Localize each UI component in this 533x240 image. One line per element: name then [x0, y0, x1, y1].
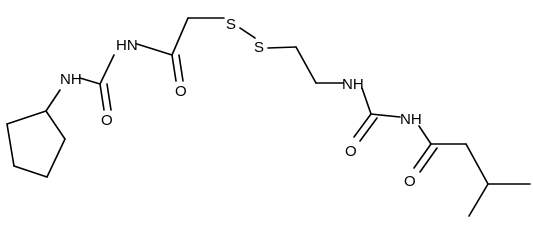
- atom-o-mid: O: [175, 83, 187, 100]
- bond-urea-co: [106, 83, 112, 111]
- bond-hn-amide: [136, 43, 173, 56]
- cyclopentyl-ring: [6, 110, 66, 178]
- bond-amide-co: [171, 54, 177, 82]
- structure-diagram: NH HN O O S S NH O NH O: [6, 16, 531, 217]
- bond-nh-acyl: [418, 125, 432, 145]
- atom-o-left: O: [101, 112, 113, 129]
- bond-ring-nh: [45, 89, 61, 112]
- atom-s1: S: [226, 16, 236, 33]
- bond-urea2-co: [353, 113, 372, 138]
- ring-bond: [46, 138, 66, 178]
- bond-ch-methyl-down: [468, 183, 489, 217]
- molecule-canvas: NH HN O O S S NH O NH O: [6, 16, 531, 217]
- atom-hn-mid: HN: [116, 37, 138, 54]
- bond-amide-ch2: [171, 17, 189, 56]
- ring-bond: [6, 110, 47, 125]
- bond-ch2-ch2: [295, 46, 317, 84]
- ring-bond: [6, 123, 15, 167]
- bond-s-ch2: [267, 46, 297, 49]
- bond-s-s: [239, 27, 256, 39]
- ring-bond: [13, 165, 48, 178]
- bond-acyl-co: [419, 147, 438, 173]
- ring-bond: [45, 110, 66, 140]
- atom-nh-left: NH: [60, 71, 82, 88]
- atom-o-right2: O: [404, 173, 416, 190]
- bond-urea-co: [99, 83, 105, 111]
- bond-urea2-nh: [370, 113, 401, 118]
- bond-urea-hn: [99, 54, 115, 85]
- bond-acyl-co: [413, 143, 432, 169]
- atom-s2: S: [254, 39, 264, 56]
- bond-nh-urea-carbon: [79, 77, 101, 85]
- atom-nh-right2: NH: [400, 111, 422, 128]
- bond-nh-urea2: [361, 87, 372, 115]
- bond-urea2-co: [359, 117, 378, 142]
- atom-o-right1: O: [345, 143, 357, 160]
- atom-nh-right1: NH: [342, 76, 364, 93]
- bond-amide-co: [178, 54, 184, 82]
- bond-ch2-ch: [465, 143, 489, 185]
